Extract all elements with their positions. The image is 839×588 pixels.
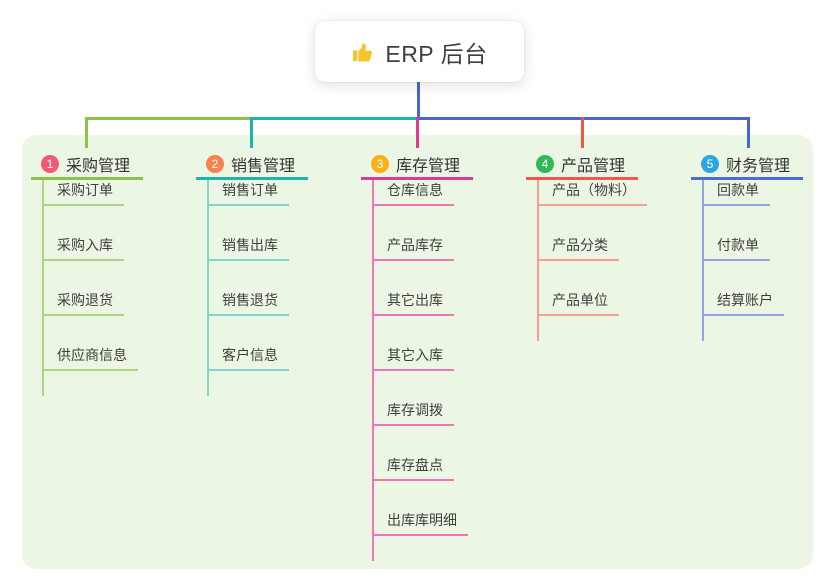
branch-underline bbox=[526, 177, 638, 180]
bus-line-green bbox=[85, 117, 252, 120]
child-node[interactable]: 产品分类 bbox=[537, 235, 619, 261]
branch-node-purchase[interactable]: 1 采购管理 bbox=[31, 151, 203, 177]
child-node[interactable]: 仓库信息 bbox=[372, 180, 454, 206]
child-node[interactable]: 采购退货 bbox=[42, 290, 124, 316]
child-node[interactable]: 采购订单 bbox=[42, 180, 124, 206]
branch-drop-line-2 bbox=[250, 117, 253, 148]
child-node[interactable]: 出库库明细 bbox=[372, 510, 468, 536]
branch-label: 财务管理 bbox=[726, 158, 791, 175]
child-node[interactable]: 库存盘点 bbox=[372, 455, 454, 481]
badge-2-icon: 2 bbox=[206, 155, 224, 173]
branch-column-finance: 5 财务管理 回款单 付款单 结算账户 bbox=[691, 151, 839, 341]
child-node[interactable]: 其它出库 bbox=[372, 290, 454, 316]
child-node[interactable]: 客户信息 bbox=[207, 345, 289, 371]
child-node[interactable]: 产品（物料） bbox=[537, 180, 647, 206]
branch-drop-line-5 bbox=[747, 117, 750, 148]
branch-node-product[interactable]: 4 产品管理 bbox=[526, 151, 698, 177]
branch-column-inventory: 3 库存管理 仓库信息 产品库存 其它出库 其它入库 库存调拨 库存盘点 出库库… bbox=[361, 151, 533, 561]
child-node[interactable]: 回款单 bbox=[702, 180, 770, 206]
mindmap-panel bbox=[22, 135, 813, 569]
branch-drop-line-4 bbox=[581, 117, 584, 148]
child-node[interactable]: 产品单位 bbox=[537, 290, 619, 316]
child-node[interactable]: 销售出库 bbox=[207, 235, 289, 261]
thumbs-up-icon bbox=[351, 40, 375, 64]
branch-underline bbox=[196, 177, 308, 180]
branch-drop-line-1 bbox=[85, 117, 88, 148]
branch-underline bbox=[31, 177, 143, 180]
branch-underline bbox=[691, 177, 803, 180]
branch-label: 产品管理 bbox=[561, 158, 626, 175]
child-node[interactable]: 销售订单 bbox=[207, 180, 289, 206]
bus-line-teal bbox=[250, 117, 418, 120]
root-node-erp[interactable]: ERP 后台 bbox=[315, 21, 524, 82]
child-node[interactable]: 其它入库 bbox=[372, 345, 454, 371]
badge-5-icon: 5 bbox=[701, 155, 719, 173]
branch-node-sales[interactable]: 2 销售管理 bbox=[196, 151, 368, 177]
child-node[interactable]: 产品库存 bbox=[372, 235, 454, 261]
child-node[interactable]: 销售退货 bbox=[207, 290, 289, 316]
child-node[interactable]: 结算账户 bbox=[702, 290, 784, 316]
root-node-label: ERP 后台 bbox=[385, 40, 488, 67]
child-trunk-line bbox=[537, 180, 539, 341]
branch-underline bbox=[361, 177, 473, 180]
badge-3-icon: 3 bbox=[371, 155, 389, 173]
badge-1-icon: 1 bbox=[41, 155, 59, 173]
branch-column-sales: 2 销售管理 销售订单 销售出库 销售退货 客户信息 bbox=[196, 151, 368, 396]
child-trunk-line bbox=[42, 180, 44, 396]
root-stem-line bbox=[417, 82, 420, 118]
branch-drop-line-3 bbox=[416, 117, 419, 148]
child-node[interactable]: 采购入库 bbox=[42, 235, 124, 261]
child-node[interactable]: 供应商信息 bbox=[42, 345, 138, 371]
child-node[interactable]: 付款单 bbox=[702, 235, 770, 261]
branch-label: 销售管理 bbox=[231, 158, 296, 175]
branch-column-product: 4 产品管理 产品（物料） 产品分类 产品单位 bbox=[526, 151, 698, 341]
child-node[interactable]: 库存调拨 bbox=[372, 400, 454, 426]
child-trunk-line bbox=[702, 180, 704, 341]
branch-label: 库存管理 bbox=[396, 158, 461, 175]
badge-4-icon: 4 bbox=[536, 155, 554, 173]
branch-column-purchase: 1 采购管理 采购订单 采购入库 采购退货 供应商信息 bbox=[31, 151, 203, 396]
branch-node-inventory[interactable]: 3 库存管理 bbox=[361, 151, 533, 177]
child-trunk-line bbox=[207, 180, 209, 396]
child-trunk-line bbox=[372, 180, 374, 561]
branch-node-finance[interactable]: 5 财务管理 bbox=[691, 151, 839, 177]
branch-label: 采购管理 bbox=[66, 158, 131, 175]
